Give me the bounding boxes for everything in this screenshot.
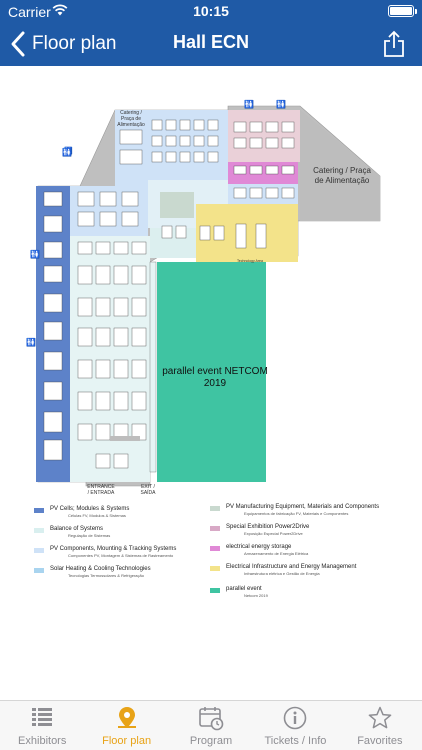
tab-bar: Exhibitors Floor plan Program Tickets / … xyxy=(0,700,422,750)
tab-label: Tickets / Info xyxy=(264,735,327,747)
calendar-clock-icon xyxy=(199,707,224,731)
back-label: Floor plan xyxy=(32,33,117,54)
list-icon xyxy=(32,708,53,726)
wifi-icon xyxy=(52,4,68,16)
battery-icon xyxy=(388,5,417,17)
chevron-left-icon xyxy=(11,31,25,57)
tab-label: Exhibitors xyxy=(18,735,67,747)
tab-label: Program xyxy=(189,735,233,747)
svg-text:🚻: 🚻 xyxy=(64,146,73,155)
carrier-label: Carrier xyxy=(8,4,51,20)
map-pin-icon xyxy=(117,707,136,728)
legend-item: PV Components, Mounting & Tracking Syste… xyxy=(34,546,176,558)
clock: 10:15 xyxy=(193,3,229,19)
tab-label: Floor plan xyxy=(102,735,152,747)
legend-swatch xyxy=(34,508,44,513)
exit-label: EXIT / SAÍDA xyxy=(140,484,156,496)
navigation-bar: Carrier 10:15 Floor plan Hall ECN xyxy=(0,0,422,66)
restroom-icon: 🚻 xyxy=(244,100,254,109)
share-icon[interactable] xyxy=(382,30,406,58)
legend-swatch xyxy=(34,528,44,533)
page-title: Hall ECN xyxy=(172,32,250,52)
restroom-icon: 🚻 xyxy=(26,338,36,347)
tab-floor-plan[interactable]: Floor plan xyxy=(84,701,168,750)
entrance-label: ENTRANCE / ENTRADA xyxy=(87,484,115,496)
legend-swatch xyxy=(210,566,220,571)
legend-swatch xyxy=(210,588,220,593)
floor-plan-map[interactable]: 🚻 🚻 🚻 🚻 🚻 🚻 Catering / Praça de Alimenta… xyxy=(0,66,422,700)
restroom-icon: 🚻 xyxy=(62,148,72,157)
back-button[interactable]: Floor plan xyxy=(8,28,117,60)
tab-tickets-info[interactable]: Tickets / Info xyxy=(253,701,337,750)
legend-swatch xyxy=(210,526,220,531)
hall-map-graphic: 🚻 xyxy=(36,105,381,487)
restroom-icon: 🚻 xyxy=(30,250,40,259)
legend-swatch xyxy=(34,568,44,573)
legend-swatch xyxy=(210,546,220,551)
tab-exhibitors[interactable]: Exhibitors xyxy=(0,701,84,750)
technology-area-label: Technology Area xyxy=(237,259,263,263)
legend-swatch xyxy=(34,548,44,553)
legend-swatch xyxy=(210,506,220,511)
status-bar: Carrier 10:15 xyxy=(0,0,422,22)
restroom-icon: 🚻 xyxy=(276,100,286,109)
catering-right-label: Catering / Praça de Alimentação xyxy=(313,166,371,185)
tab-favorites[interactable]: Favorites xyxy=(338,701,422,750)
legend-item: Electrical Infrastructure and Energy Man… xyxy=(210,564,356,576)
catering-left-label: Catering / Praça de Alimentação xyxy=(117,110,145,128)
tab-label: Favorites xyxy=(357,735,403,747)
star-icon xyxy=(368,706,392,729)
parallel-event-label: parallel event NETCOM 2019 xyxy=(162,366,268,389)
legend-item: PV Manufacturing Equipment, Materials an… xyxy=(210,504,379,516)
info-icon xyxy=(284,706,307,730)
tab-program[interactable]: Program xyxy=(169,701,253,750)
